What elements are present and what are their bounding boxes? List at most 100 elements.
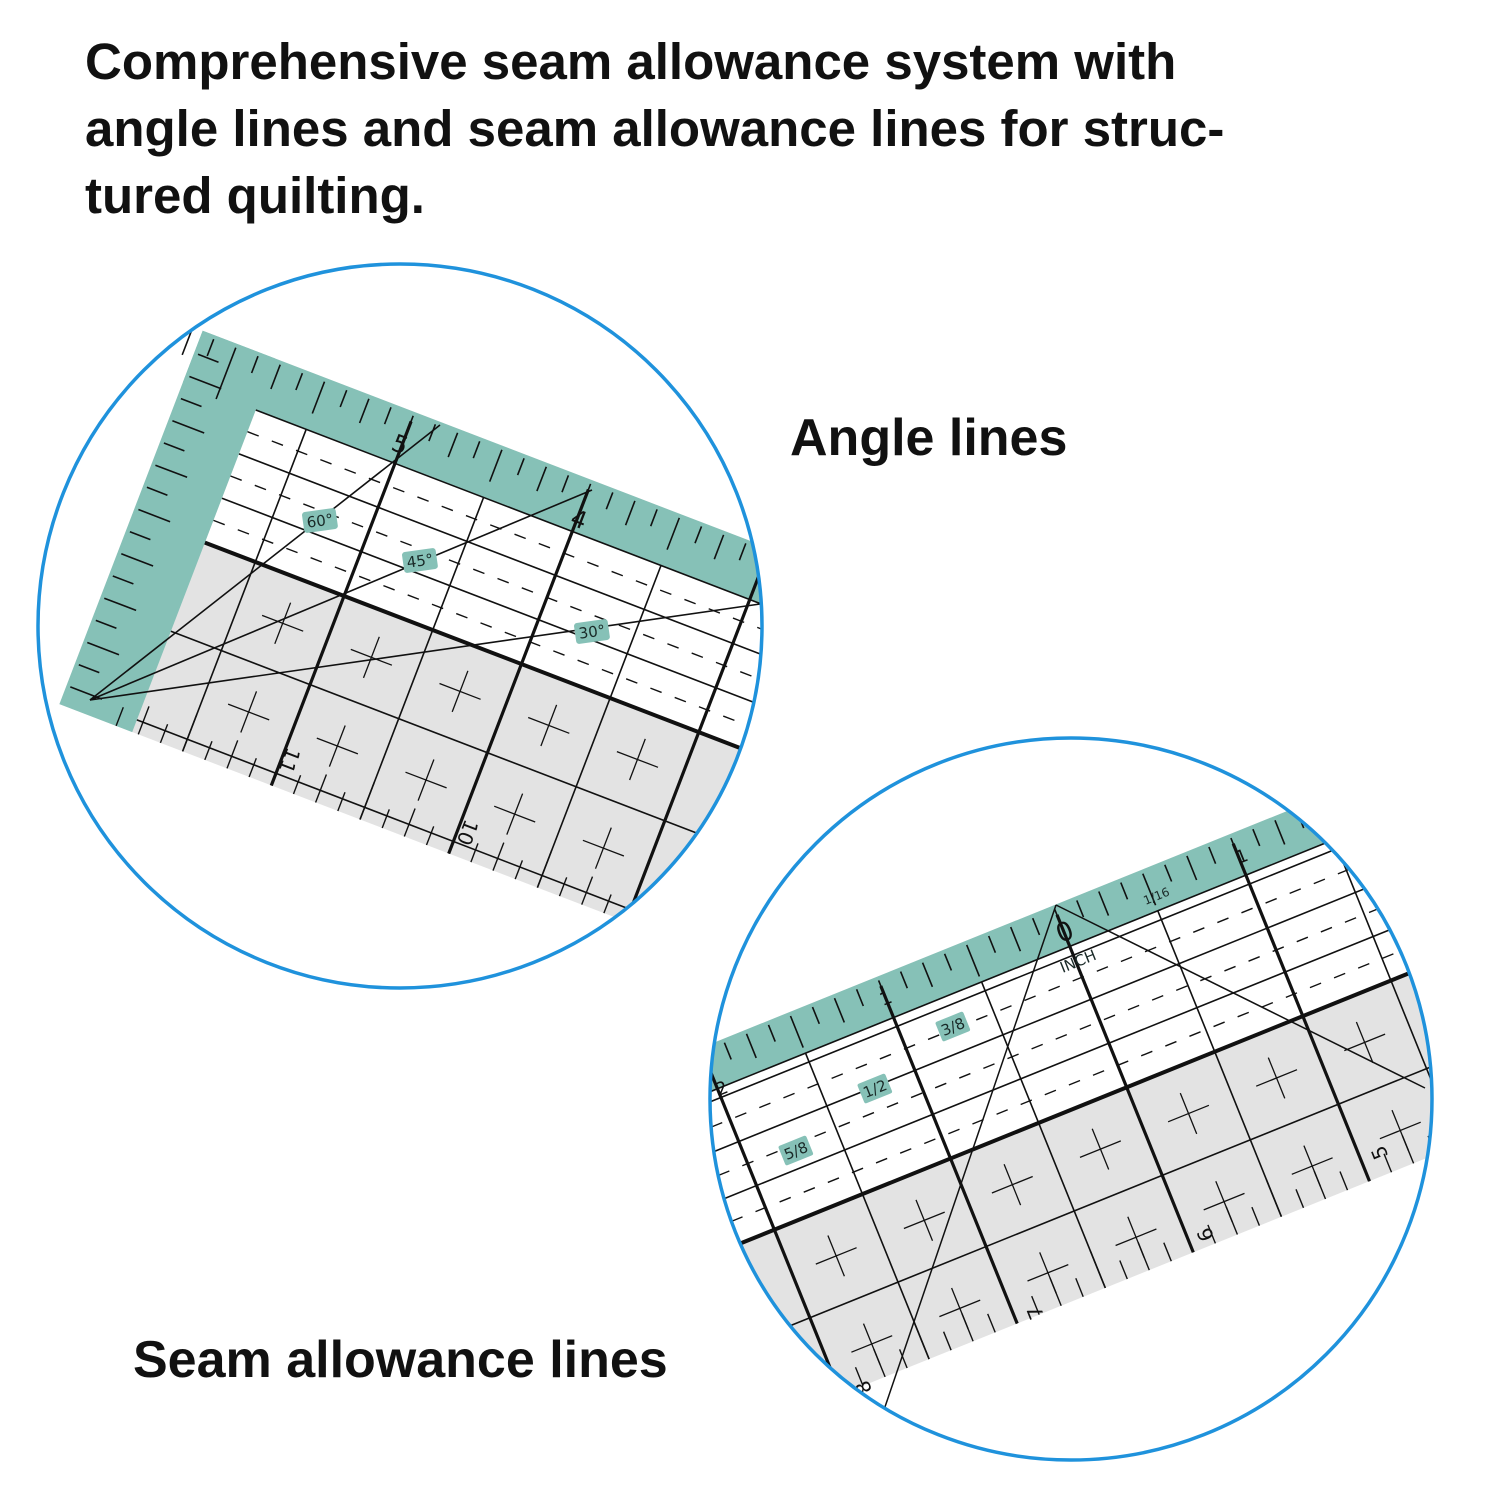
ruler-tick [516,458,525,476]
headline-line-2: angle lines and seam allowance lines for… [85,100,1225,157]
grid-cross [506,793,524,835]
seam-lines-magnifier: 3/8 1/2 5/8 1/16 INCH 0 1 1 2 5 6 7 8 [708,736,1434,1462]
grid-line-major [710,1072,832,1369]
headline-line-1: Comprehensive seam allowance system with [85,33,1177,90]
headline-line-3: tured quilting. [85,167,425,224]
ruler-tick [713,534,725,560]
ruler-tick [226,740,239,769]
ruler-tick [1251,1206,1261,1226]
seam-line [255,409,762,605]
ruler-top-band [183,330,762,605]
ruler-tick [745,1033,757,1059]
svg-text:30°: 30° [578,621,607,643]
ruler-tick [155,464,188,479]
ruler-tick [311,381,326,414]
grid-line [170,630,698,834]
ruler-tick [172,420,205,434]
grid-line [1342,861,1432,1082]
ruler-tick [666,517,681,550]
ruler-tick [1295,1189,1305,1209]
angle-lines [871,904,1426,1446]
grid-cross [915,1199,934,1241]
headline: Comprehensive seam allowance system with… [85,28,1224,229]
grid-cross [1179,1092,1198,1135]
seam-line [713,888,1365,1153]
ruler-tick [78,663,100,674]
seam-allowance-area [710,800,1432,1256]
ruler-tick [121,553,154,567]
grid-cross [417,759,435,801]
grid-line [980,981,1107,1289]
ruler-tick [943,953,953,971]
grid-cross [1303,1145,1322,1187]
ruler-tick [381,809,390,829]
ruler-tick [694,526,703,544]
ruler-tick [1075,1278,1084,1298]
ruler-tick [1383,1153,1393,1173]
seam-line [710,842,1326,1093]
grid-line [789,1066,1431,1327]
ruler-tick [87,641,120,656]
grid-cross [1355,1021,1374,1064]
ruler-tick [1098,891,1110,916]
svg-text:60°: 60° [306,510,335,532]
ruler-grid-seam [710,752,1432,1448]
ruler-tick [833,997,846,1023]
svg-text:45°: 45° [406,550,435,572]
seam-line-dashed [213,519,749,727]
ruler-tick [561,475,570,493]
ruler-tick [605,492,614,510]
grid-line [804,1052,930,1360]
grid-line [1157,910,1283,1217]
grid-cross [274,602,292,645]
ruler-tick [854,1366,864,1387]
ruler-grid-angle [59,330,762,974]
grid-cross [1391,1109,1410,1152]
ruler-tick [270,364,281,390]
grid-line-major [269,420,413,787]
ruler-tick [558,877,568,897]
ruler-tick [358,398,370,424]
ruler-tick [1009,926,1022,952]
seam-line [723,928,1391,1200]
ruler-tick [767,1024,776,1042]
grid-line [359,497,485,820]
grid-line [136,719,628,909]
ruler-tick [965,944,981,977]
ruler-tick [581,876,594,905]
ruler-tick [1120,882,1129,900]
ruler-tick [428,424,437,442]
ruler-tick [339,389,348,408]
magnifier-circle-outline [708,736,1434,1462]
ruler-tick [987,1313,996,1333]
grid-cross [1267,1057,1286,1099]
angle-line-30 [89,603,761,701]
ruler-tick [292,775,302,795]
ruler-tick [104,597,137,612]
ruler-tick [163,442,185,452]
ruler-tick [1252,828,1261,847]
ruler-tick [899,971,909,989]
grid-cross [328,725,346,767]
ruler-tick [942,1331,952,1351]
ruler-tick [1163,1242,1172,1262]
ruler-tick [181,330,193,356]
ruler-tick [95,619,117,629]
angle-label-30: 30° [574,619,610,644]
angle-line-left [871,904,1057,1446]
angle-lines-magnifier: 60° 45° 30° 5 4 11 10 [36,262,764,990]
ruler-tick [137,706,150,735]
grid-line-major [1055,914,1195,1253]
grid-cross [540,704,558,747]
ruler-tick [488,449,503,482]
angle-lines [89,424,761,701]
ruler-tick [603,894,612,914]
grid-cross [362,636,380,679]
ruler-tick [248,758,257,778]
grid-cross [1127,1216,1145,1258]
angle-line-45 [89,489,593,701]
ruler-tick [206,338,215,357]
ruler-tick [129,530,151,541]
grid-line-major [879,985,1019,1325]
